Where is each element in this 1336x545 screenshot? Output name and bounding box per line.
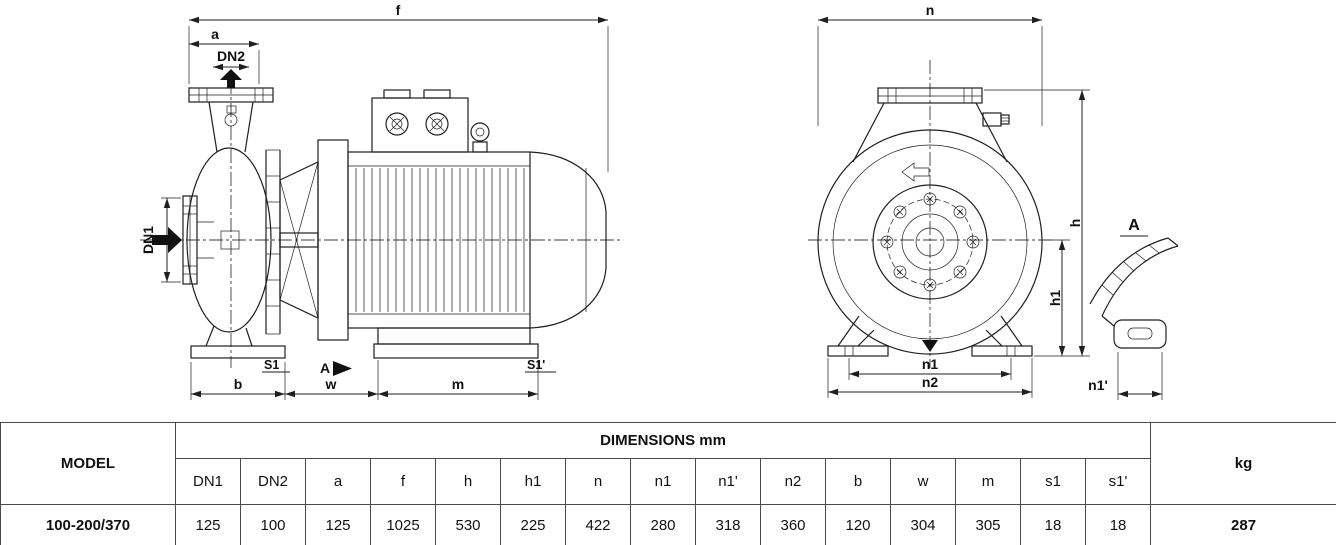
col-header-dn1: DN1 bbox=[175, 458, 241, 505]
front-casing bbox=[817, 87, 1043, 357]
column-header-row: DN1 DN2 a f h h1 n n1 n1' n2 b w m s1 s1… bbox=[1, 458, 1336, 505]
motor bbox=[317, 89, 607, 359]
dim-label-n1: n1 bbox=[922, 356, 939, 372]
front-view: n h h1 n1 n2 bbox=[808, 2, 1090, 398]
dimensions-group-header: DIMENSIONS mm bbox=[174, 422, 1152, 459]
value-n2: 360 bbox=[760, 504, 826, 545]
side-view-centerlines bbox=[140, 80, 622, 368]
value-weight: 287 bbox=[1150, 504, 1336, 545]
value-dn1: 125 bbox=[175, 504, 241, 545]
dim-label-f: f bbox=[396, 2, 401, 18]
col-header-s1-prime: s1' bbox=[1084, 458, 1152, 505]
value-w: 304 bbox=[890, 504, 956, 545]
dim-label-dn2: DN2 bbox=[217, 48, 245, 64]
front-view-centerlines bbox=[808, 60, 1052, 368]
value-m: 305 bbox=[955, 504, 1021, 545]
dim-label-m: m bbox=[452, 376, 464, 392]
dim-label-b: b bbox=[234, 376, 243, 392]
col-header-dn2: DN2 bbox=[240, 458, 306, 505]
dim-label-w: w bbox=[325, 376, 337, 392]
label-s1-prime: S1' bbox=[527, 358, 545, 372]
col-header-n1: n1 bbox=[630, 458, 696, 505]
col-header-n2: n2 bbox=[760, 458, 826, 505]
col-header-b: b bbox=[825, 458, 891, 505]
col-header-f: f bbox=[370, 458, 436, 505]
dim-label-h: h bbox=[1067, 219, 1083, 228]
dim-label-dn1: DN1 bbox=[140, 226, 156, 254]
value-a: 125 bbox=[305, 504, 371, 545]
model-column-header: MODEL bbox=[0, 422, 176, 505]
pump-casing bbox=[182, 87, 319, 359]
side-view: f a DN2 DN1 S1 A S1' bbox=[140, 2, 622, 400]
flow-arrow-up-icon bbox=[220, 69, 242, 88]
table-row: 100-200/370 125 100 125 1025 530 225 422… bbox=[0, 504, 1336, 545]
col-header-w: w bbox=[890, 458, 956, 505]
detail-a-section bbox=[1089, 237, 1179, 349]
value-n1: 280 bbox=[630, 504, 696, 545]
value-n: 422 bbox=[565, 504, 631, 545]
label-s1: S1 bbox=[264, 358, 279, 372]
col-header-h1: h1 bbox=[500, 458, 566, 505]
value-f: 1025 bbox=[370, 504, 436, 545]
dim-label-n2: n2 bbox=[922, 374, 939, 390]
dim-label-n: n bbox=[926, 2, 935, 18]
col-header-n: n bbox=[565, 458, 631, 505]
value-s1: 18 bbox=[1020, 504, 1086, 545]
detail-a-label: A bbox=[1128, 217, 1140, 234]
value-s1-prime: 18 bbox=[1084, 504, 1152, 545]
value-dn2: 100 bbox=[240, 504, 306, 545]
col-header-h: h bbox=[435, 458, 501, 505]
model-value: 100-200/370 bbox=[0, 504, 176, 545]
flow-arrow-right-icon bbox=[152, 227, 182, 253]
value-n1-prime: 318 bbox=[695, 504, 761, 545]
side-view-dimensions: f a DN2 DN1 S1 A S1' bbox=[140, 2, 609, 400]
col-header-s1: s1 bbox=[1020, 458, 1086, 505]
flange-bolts bbox=[880, 192, 980, 292]
dimensions-table: MODEL DIMENSIONS mm kg DN1 DN2 a f h h1 … bbox=[0, 422, 1336, 545]
dim-label-a: a bbox=[211, 26, 219, 42]
value-h: 530 bbox=[435, 504, 501, 545]
front-view-dimensions: n h h1 n1 n2 bbox=[817, 2, 1090, 398]
motor-fins bbox=[355, 168, 525, 312]
col-header-m: m bbox=[955, 458, 1021, 505]
weight-column-header: kg bbox=[1150, 422, 1336, 505]
value-h1: 225 bbox=[500, 504, 566, 545]
drain-plug-mark bbox=[922, 340, 938, 352]
pump-technical-drawing: f a DN2 DN1 S1 A S1' bbox=[140, 2, 1179, 400]
drawing-canvas: f a DN2 DN1 S1 A S1' bbox=[140, 2, 1179, 400]
col-header-a: a bbox=[305, 458, 371, 505]
rotation-arrow-icon bbox=[901, 162, 930, 182]
detail-a-view: A n1' bbox=[1088, 217, 1179, 400]
view-a-label: A bbox=[320, 360, 330, 376]
col-header-n1-prime: n1' bbox=[695, 458, 761, 505]
dim-label-n1-prime: n1' bbox=[1088, 377, 1108, 393]
view-a-arrow-icon bbox=[333, 361, 352, 376]
value-b: 120 bbox=[825, 504, 891, 545]
dim-label-h1: h1 bbox=[1047, 290, 1063, 307]
section-hatching bbox=[1101, 244, 1160, 296]
detail-a-dimensions: n1' bbox=[1088, 352, 1163, 400]
